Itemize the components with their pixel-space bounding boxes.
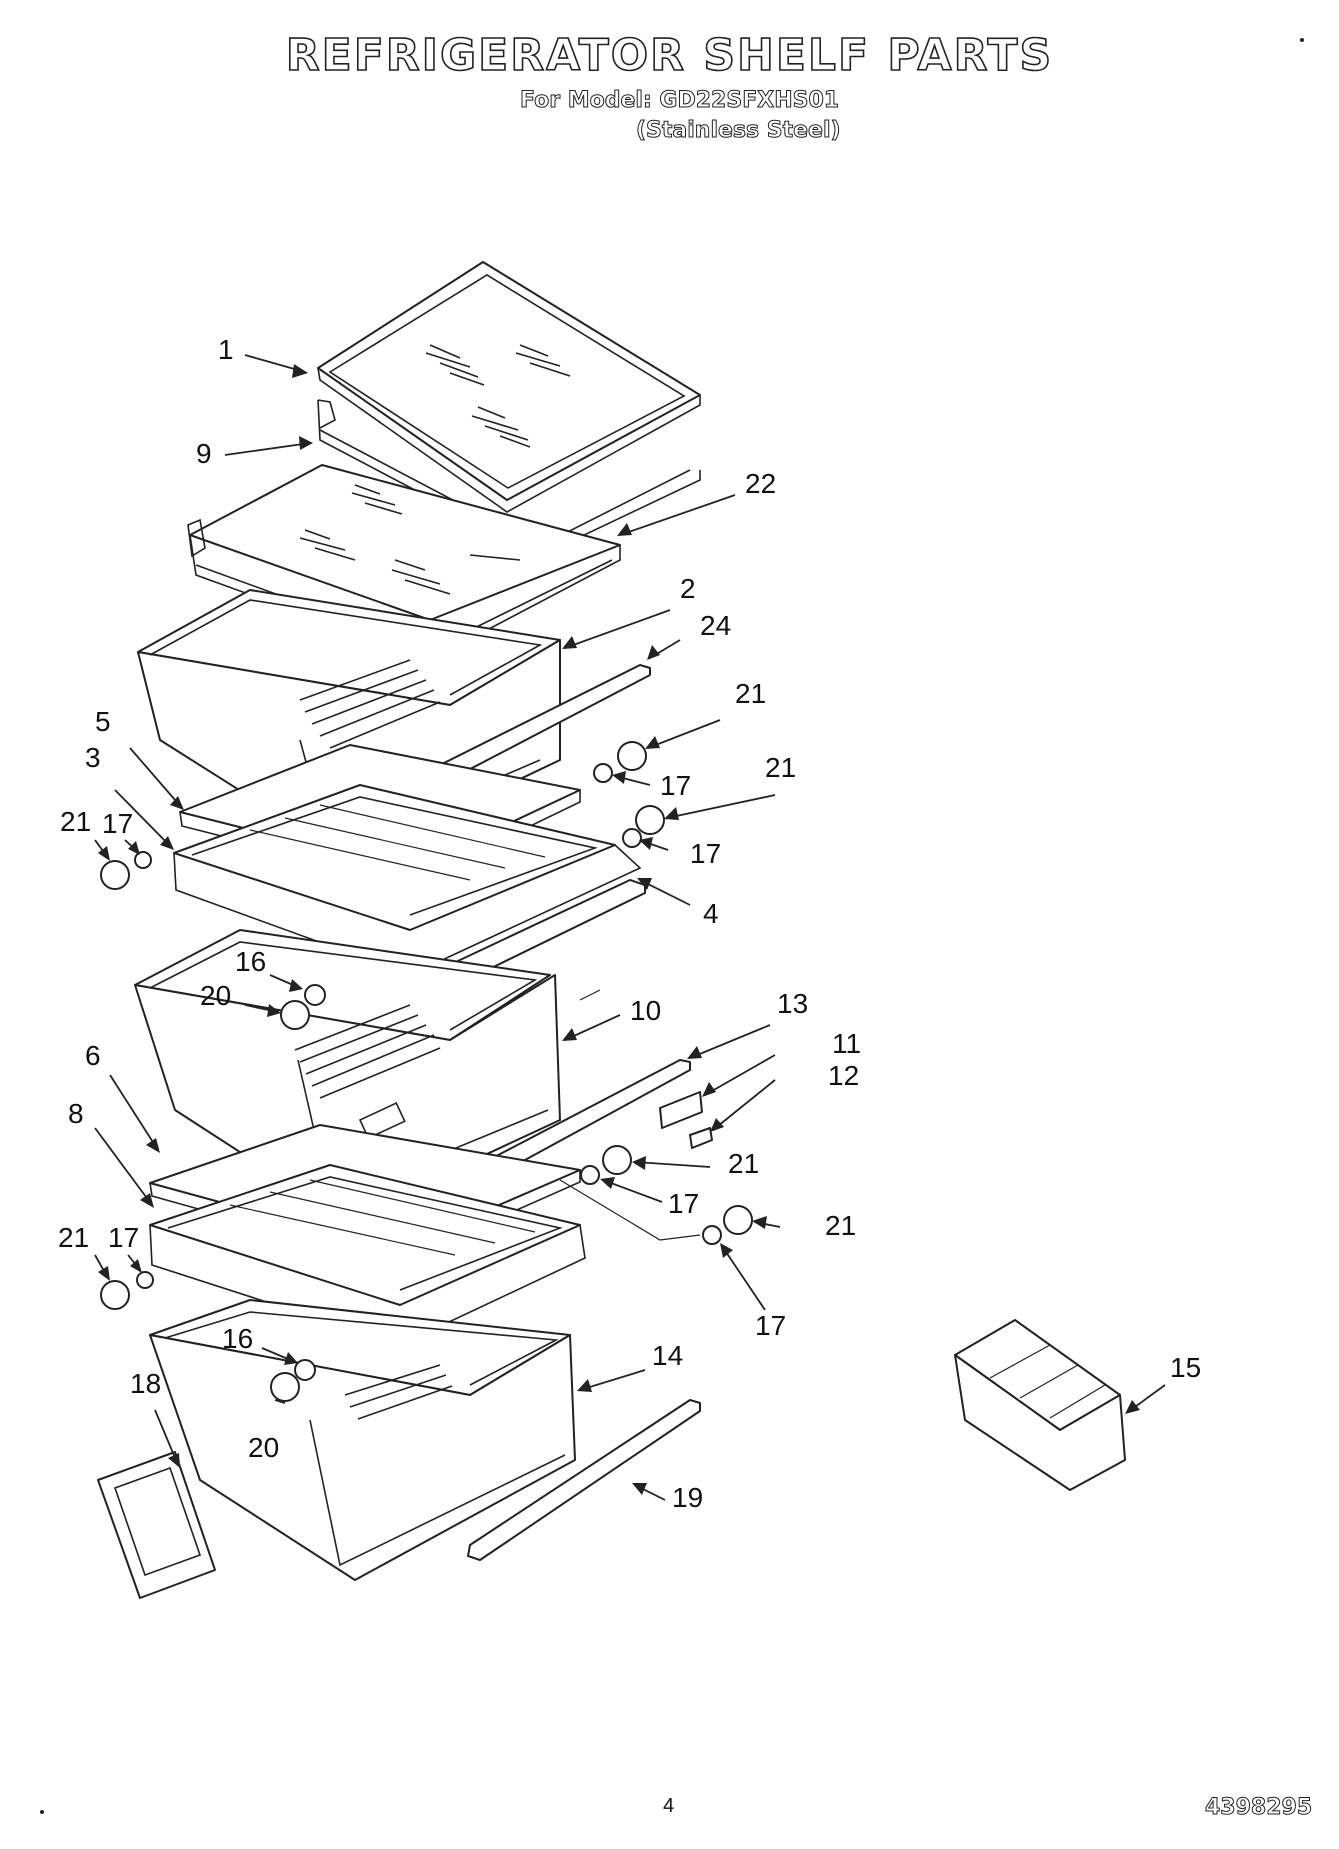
callout-5: 5 (95, 706, 111, 737)
callout-16-b: 16 (222, 1323, 254, 1354)
part-12-clip (689, 1127, 713, 1149)
corner-dot (40, 1810, 44, 1814)
part-8-cover-frame (149, 1164, 586, 1346)
callout-13: 13 (777, 988, 809, 1019)
callout-17-f: 17 (755, 1310, 787, 1341)
rollers (100, 741, 753, 1402)
callout-17-d: 17 (108, 1222, 140, 1253)
leader-lines (94, 354, 1166, 1501)
callout-12: 12 (828, 1060, 860, 1091)
page-number: 4 (663, 1795, 675, 1817)
part-18-label (97, 1451, 216, 1599)
callout-22: 22 (745, 468, 777, 499)
callout-11: 11 (832, 1028, 862, 1059)
callout-15: 15 (1170, 1352, 1202, 1383)
callout-1: 1 (218, 334, 234, 365)
callout-3: 3 (85, 742, 101, 773)
callout-21-c: 21 (60, 806, 92, 837)
callout-21-a: 21 (735, 678, 767, 709)
corner-dot (1300, 38, 1304, 42)
callout-9: 9 (196, 438, 212, 469)
callout-24: 24 (700, 610, 732, 641)
callout-21-f: 21 (825, 1210, 857, 1241)
callout-17-a: 17 (660, 770, 692, 801)
part-11-bracket (659, 1091, 703, 1129)
callout-17-b: 17 (690, 838, 722, 869)
callout-17-c: 17 (102, 808, 134, 839)
part-1-glass-shelf (317, 261, 701, 513)
callout-21-d: 21 (58, 1222, 90, 1253)
callout-6: 6 (85, 1040, 101, 1071)
model-line: For Model: GD22SFXHS01 (519, 88, 840, 114)
callout-21-e: 21 (728, 1148, 760, 1179)
part-22-glass-shelf (187, 464, 621, 661)
callout-8: 8 (68, 1098, 84, 1129)
page-title: REFRIGERATOR SHELF PARTS (285, 29, 1054, 82)
part-19-handle (467, 1399, 701, 1561)
document-number: 4398295 (1204, 1795, 1313, 1821)
callout-2: 2 (680, 573, 696, 604)
callout-14: 14 (652, 1340, 684, 1371)
callout-20-a: 20 (200, 980, 232, 1011)
callout-20-b: 20 (248, 1432, 280, 1463)
callout-4: 4 (703, 898, 719, 929)
finish-note: (Stainless Steel) (636, 118, 842, 144)
callout-10: 10 (630, 995, 662, 1026)
callout-21-b: 21 (765, 752, 797, 783)
part-14-deli-drawer (149, 1299, 576, 1581)
callout-18: 18 (130, 1368, 162, 1399)
callout-19: 19 (672, 1482, 704, 1513)
callout-16-a: 16 (235, 946, 267, 977)
part-15-door-bin (954, 1319, 1126, 1491)
callout-17-e: 17 (668, 1188, 700, 1219)
